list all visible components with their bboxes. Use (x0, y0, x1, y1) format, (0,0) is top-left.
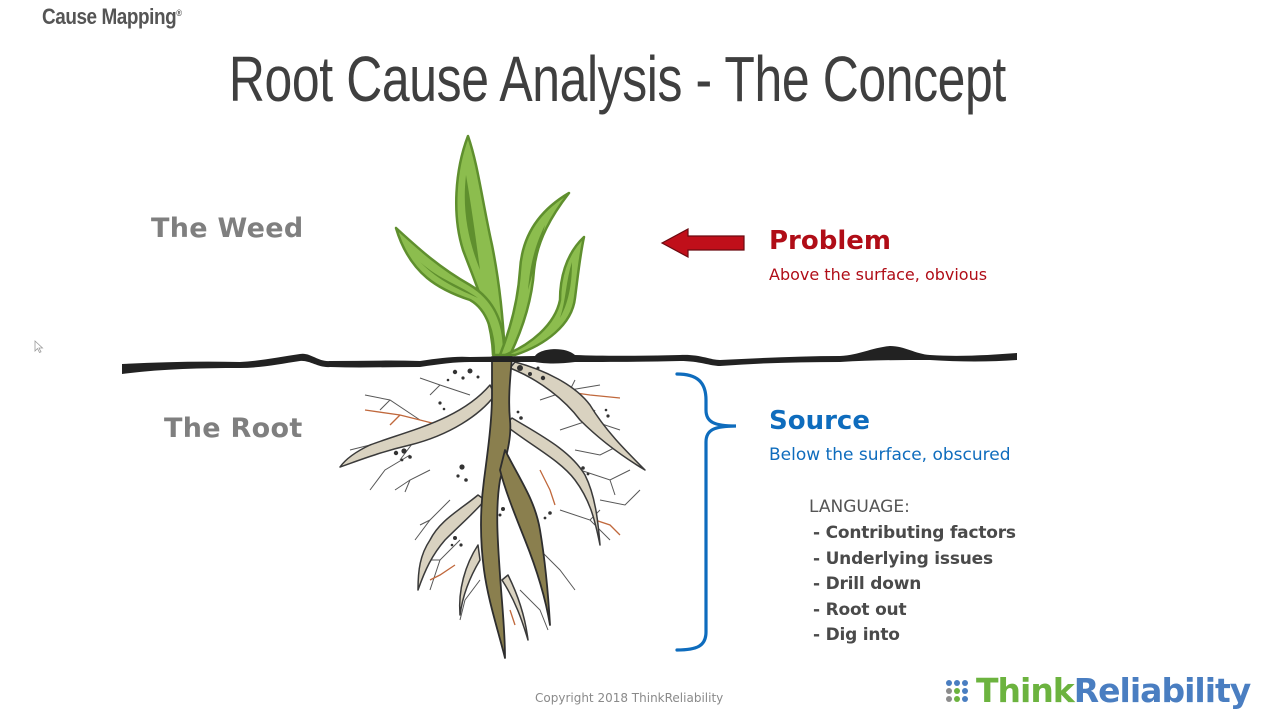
language-list: - Contributing factors - Underlying issu… (813, 522, 1016, 650)
page-title: Root Cause Analysis - The Concept (228, 43, 1006, 115)
problem-title: Problem (769, 226, 891, 256)
language-item: - Underlying issues (813, 548, 993, 569)
language-item: - Contributing factors (813, 523, 1016, 543)
source-title: Source (769, 406, 870, 436)
logo-think: Think (976, 671, 1075, 710)
left-arrow-icon (660, 227, 745, 259)
brand-name: Cause Mapping (42, 4, 177, 29)
language-heading: LANGUAGE: (809, 497, 910, 517)
brand-logo: Cause Mapping® (42, 4, 182, 30)
language-item: - Root out (813, 599, 907, 620)
problem-subtitle: Above the surface, obvious (769, 265, 988, 284)
logo-reliability: Reliability (1073, 671, 1252, 710)
language-item: - Dig into (813, 625, 900, 646)
source-subtitle: Below the surface, obscured (769, 445, 1011, 465)
language-item: - Drill down (813, 574, 922, 595)
copyright-text: Copyright 2018 ThinkReliability (535, 691, 724, 705)
registered-mark: ® (176, 8, 182, 18)
root-label: The Root (164, 413, 303, 444)
curly-brace-icon (675, 372, 737, 652)
mouse-cursor-icon (34, 340, 44, 354)
logo-dots-icon (946, 680, 968, 702)
weed-label: The Weed (151, 213, 304, 244)
